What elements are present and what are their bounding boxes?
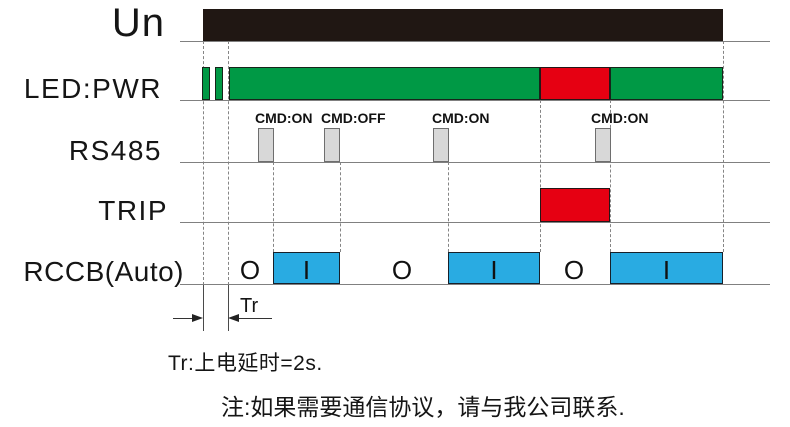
event-dashed-line bbox=[540, 100, 541, 252]
tr-extension-line bbox=[203, 285, 204, 331]
event-dashed-line bbox=[340, 162, 341, 252]
led-red-segment bbox=[540, 67, 610, 100]
un-baseline bbox=[180, 41, 770, 42]
event-dashed-line bbox=[610, 100, 611, 252]
rccb-closed-bar bbox=[448, 252, 540, 284]
rccb-state-label: O bbox=[391, 255, 413, 285]
row-label-rccb: RCCB(Auto) bbox=[23, 256, 184, 287]
event-dashed-line bbox=[228, 41, 229, 285]
led-blink-pulse bbox=[202, 67, 210, 100]
cmd-label: CMD:ON bbox=[432, 110, 490, 126]
arrow-left-icon bbox=[228, 314, 239, 322]
rs485-baseline bbox=[180, 162, 770, 163]
rccb-state-label: O bbox=[239, 255, 261, 285]
contact-note: 注:如果需要通信协议，请与我公司联系. bbox=[221, 394, 625, 420]
led-green-segment bbox=[229, 67, 540, 100]
rs485-cmd-pulse bbox=[324, 128, 340, 162]
tr-extension-line bbox=[228, 285, 229, 331]
tr-dimension-line bbox=[173, 318, 195, 319]
tr-delay-note: Tr:上电延时=2s. bbox=[168, 352, 323, 375]
rccb-state-label: O bbox=[563, 255, 585, 285]
rs485-cmd-pulse bbox=[595, 128, 611, 162]
rs485-cmd-pulse bbox=[258, 128, 274, 162]
rccb-state-label: I bbox=[302, 255, 311, 285]
row-label-trip: TRIP bbox=[98, 195, 168, 226]
event-dashed-line bbox=[273, 162, 274, 252]
led-baseline bbox=[180, 100, 770, 101]
row-label-led-pwr: LED:PWR bbox=[23, 73, 162, 104]
rccb-state-label: I bbox=[662, 255, 671, 285]
arrow-right-icon bbox=[192, 314, 203, 322]
rccb-state-label: I bbox=[490, 255, 498, 285]
row-label-rs485: RS485 bbox=[68, 135, 162, 166]
rccb-closed-bar bbox=[273, 252, 340, 284]
event-dashed-line bbox=[203, 41, 204, 285]
tr-label: Tr bbox=[240, 295, 259, 317]
cmd-label: CMD:OFF bbox=[321, 110, 386, 126]
rs485-cmd-pulse bbox=[433, 128, 449, 162]
trip-baseline bbox=[180, 222, 770, 223]
led-green-segment bbox=[610, 67, 723, 100]
tr-dimension-line bbox=[237, 318, 272, 319]
row-label-un: Un bbox=[111, 1, 165, 45]
event-dashed-line bbox=[723, 41, 724, 252]
rccb-closed-bar bbox=[610, 252, 723, 284]
cmd-label: CMD:ON bbox=[255, 110, 313, 126]
led-blink-pulse bbox=[215, 67, 223, 100]
rccb-baseline bbox=[180, 284, 770, 285]
un-high-bar bbox=[203, 9, 723, 41]
event-dashed-line bbox=[448, 162, 449, 252]
trip-active-bar bbox=[540, 188, 610, 222]
cmd-label: CMD:ON bbox=[591, 110, 649, 126]
